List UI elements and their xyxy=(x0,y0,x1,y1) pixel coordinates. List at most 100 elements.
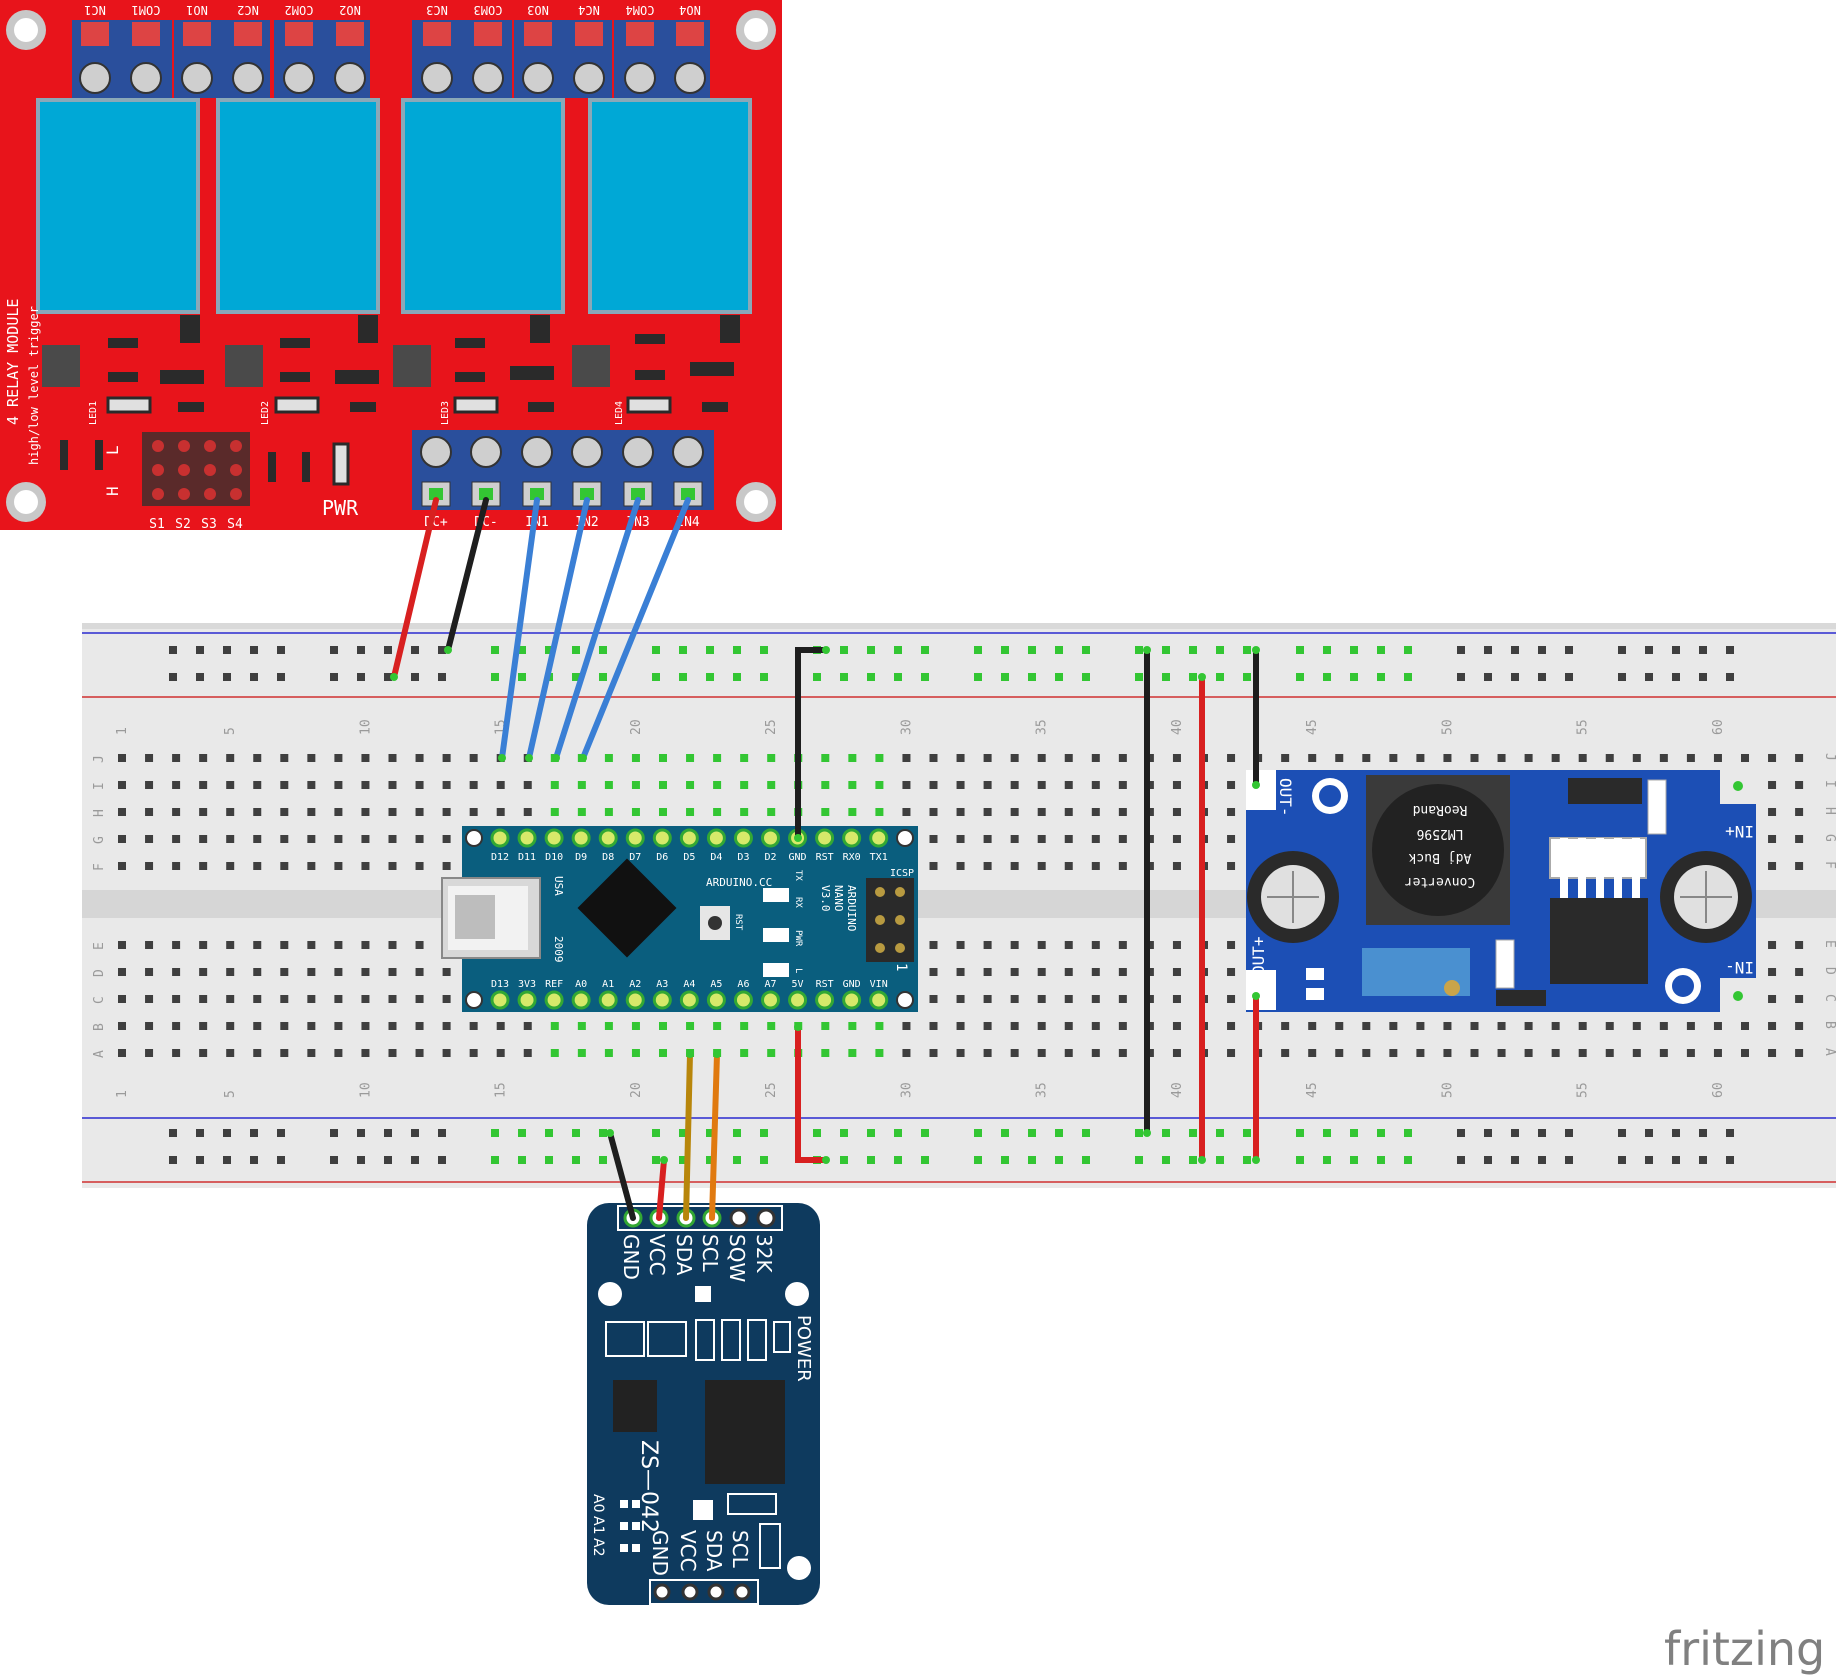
breadboard-hole[interactable] xyxy=(1055,1156,1063,1164)
breadboard-hole[interactable] xyxy=(199,1049,208,1057)
breadboard-hole[interactable] xyxy=(1768,808,1777,816)
breadboard-hole[interactable] xyxy=(1118,808,1127,816)
breadboard-hole[interactable] xyxy=(196,1129,204,1137)
breadboard-hole[interactable] xyxy=(631,1022,640,1030)
breadboard-hole[interactable] xyxy=(983,808,992,816)
breadboard-hole[interactable] xyxy=(821,808,830,816)
breadboard-hole[interactable] xyxy=(199,835,208,843)
breadboard-hole[interactable] xyxy=(929,968,938,976)
breadboard-hole[interactable] xyxy=(223,646,231,654)
breadboard-hole[interactable] xyxy=(1010,754,1019,762)
breadboard-hole[interactable] xyxy=(1389,1049,1398,1057)
terminal-screw[interactable] xyxy=(522,62,554,94)
breadboard-hole[interactable] xyxy=(469,754,478,762)
breadboard-hole[interactable] xyxy=(1064,941,1073,949)
nano-bottom-pin[interactable] xyxy=(869,990,889,1010)
breadboard-hole[interactable] xyxy=(1037,835,1046,843)
terminal-screw[interactable] xyxy=(421,62,453,94)
breadboard-hole[interactable] xyxy=(1350,646,1358,654)
breadboard-hole[interactable] xyxy=(1443,754,1452,762)
breadboard-hole[interactable] xyxy=(1511,646,1519,654)
breadboard-hole[interactable] xyxy=(361,968,370,976)
breadboard-hole[interactable] xyxy=(1741,1049,1749,1057)
breadboard-hole[interactable] xyxy=(740,808,749,816)
nano-bottom-pin[interactable] xyxy=(761,990,780,1010)
nano-bottom-pin[interactable] xyxy=(517,990,537,1010)
breadboard-hole[interactable] xyxy=(1795,995,1804,1003)
breadboard-hole[interactable] xyxy=(361,941,370,949)
breadboard-hole[interactable] xyxy=(415,1022,424,1030)
breadboard-hole[interactable] xyxy=(1335,1049,1344,1057)
breadboard-hole[interactable] xyxy=(1632,1022,1641,1030)
nano-bottom-pin[interactable] xyxy=(815,990,835,1010)
breadboard-hole[interactable] xyxy=(1484,673,1492,681)
breadboard-hole[interactable] xyxy=(974,1129,982,1137)
breadboard-hole[interactable] xyxy=(1296,646,1304,654)
breadboard-hole[interactable] xyxy=(415,968,424,976)
nano-bottom-pin[interactable] xyxy=(652,990,672,1010)
breadboard-hole[interactable] xyxy=(1037,1022,1046,1030)
breadboard-hole[interactable] xyxy=(550,1049,559,1057)
breadboard-hole[interactable] xyxy=(1001,673,1009,681)
breadboard-hole[interactable] xyxy=(1001,646,1009,654)
breadboard-hole[interactable] xyxy=(983,1022,992,1030)
breadboard-hole[interactable] xyxy=(277,646,285,654)
breadboard-hole[interactable] xyxy=(1699,1156,1707,1164)
address-pad[interactable] xyxy=(620,1500,628,1508)
breadboard-hole[interactable] xyxy=(679,1156,687,1164)
breadboard-hole[interactable] xyxy=(277,1129,285,1137)
rtc-bottom-pin[interactable] xyxy=(681,1583,699,1601)
breadboard-hole[interactable] xyxy=(169,1129,177,1137)
breadboard-hole[interactable] xyxy=(518,673,526,681)
breadboard-hole[interactable] xyxy=(1795,1022,1804,1030)
breadboard-hole[interactable] xyxy=(330,1156,338,1164)
breadboard-hole[interactable] xyxy=(652,1156,660,1164)
breadboard-hole[interactable] xyxy=(334,808,343,816)
terminal-lever[interactable] xyxy=(234,22,262,46)
breadboard-hole[interactable] xyxy=(1323,1156,1331,1164)
breadboard-hole[interactable] xyxy=(145,1049,154,1057)
terminal-screw[interactable] xyxy=(624,62,656,94)
breadboard-hole[interactable] xyxy=(1377,1129,1385,1137)
breadboard-hole[interactable] xyxy=(1091,995,1100,1003)
breadboard-hole[interactable] xyxy=(523,808,532,816)
terminal-lever[interactable] xyxy=(183,22,211,46)
breadboard-hole[interactable] xyxy=(1618,646,1626,654)
breadboard-hole[interactable] xyxy=(357,1156,365,1164)
breadboard-hole[interactable] xyxy=(491,1156,499,1164)
breadboard-hole[interactable] xyxy=(1538,1156,1546,1164)
breadboard-hole[interactable] xyxy=(1189,646,1197,654)
breadboard-hole[interactable] xyxy=(1389,754,1398,762)
breadboard-hole[interactable] xyxy=(1091,808,1100,816)
breadboard-hole[interactable] xyxy=(280,941,289,949)
breadboard-hole[interactable] xyxy=(361,808,370,816)
breadboard-hole[interactable] xyxy=(713,808,722,816)
breadboard-hole[interactable] xyxy=(361,781,370,789)
breadboard-hole[interactable] xyxy=(1172,995,1181,1003)
breadboard-hole[interactable] xyxy=(118,941,126,949)
breadboard-hole[interactable] xyxy=(767,781,776,789)
address-pad[interactable] xyxy=(620,1544,628,1552)
breadboard-hole[interactable] xyxy=(604,781,613,789)
breadboard-hole[interactable] xyxy=(226,862,235,870)
breadboard-hole[interactable] xyxy=(1511,1129,1519,1137)
terminal-screw[interactable] xyxy=(472,62,504,94)
breadboard-hole[interactable] xyxy=(1484,1156,1492,1164)
breadboard-hole[interactable] xyxy=(686,781,695,789)
breadboard-hole[interactable] xyxy=(577,1049,586,1057)
breadboard-hole[interactable] xyxy=(307,862,316,870)
breadboard-hole[interactable] xyxy=(1162,673,1170,681)
breadboard-hole[interactable] xyxy=(599,646,607,654)
breadboard-hole[interactable] xyxy=(334,1022,343,1030)
nano-top-pin[interactable] xyxy=(571,828,591,848)
breadboard-hole[interactable] xyxy=(469,1049,478,1057)
breadboard-hole[interactable] xyxy=(1686,754,1695,762)
breadboard-hole[interactable] xyxy=(767,1049,776,1057)
breadboard-hole[interactable] xyxy=(550,1022,559,1030)
breadboard-hole[interactable] xyxy=(496,808,505,816)
breadboard-hole[interactable] xyxy=(1726,673,1734,681)
breadboard-hole[interactable] xyxy=(145,835,154,843)
breadboard-hole[interactable] xyxy=(253,1022,262,1030)
nano-top-pin[interactable] xyxy=(598,828,618,848)
breadboard-hole[interactable] xyxy=(411,673,419,681)
